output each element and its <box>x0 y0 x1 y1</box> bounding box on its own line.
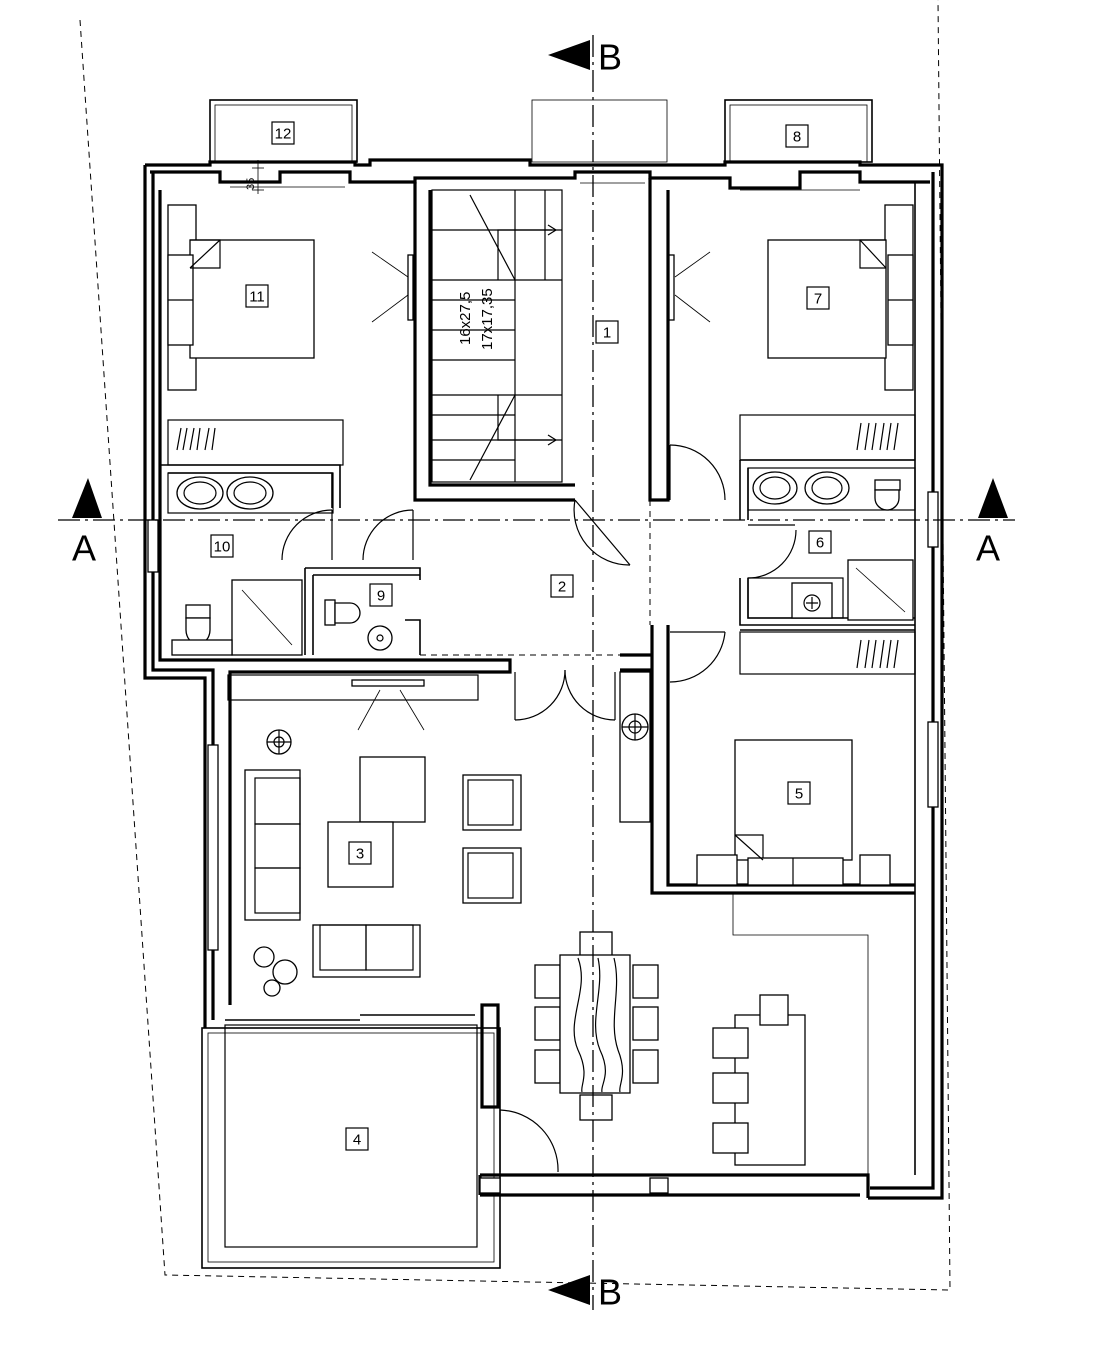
balconies <box>209 99 873 163</box>
stair-tread-label: 16x27,5 <box>457 292 474 345</box>
room-label-8: 8 <box>785 124 809 148</box>
stair-riser-label: 17x17,35 <box>479 288 496 350</box>
room-number: 7 <box>814 291 822 308</box>
bathroom-10-fixtures <box>167 472 334 656</box>
section-b-label-top: B <box>598 37 622 78</box>
section-a-label-left: A <box>72 528 96 569</box>
bedroom-11-furniture <box>167 204 414 466</box>
room-number: 11 <box>249 289 265 306</box>
room-label-1: 1 <box>595 320 619 344</box>
wc-9-fixtures <box>324 599 393 651</box>
room-number: 2 <box>558 579 566 596</box>
room-label-box <box>245 284 269 308</box>
room-number: 1 <box>603 325 611 342</box>
room-number: 12 <box>275 126 292 143</box>
room-number: 8 <box>793 129 801 146</box>
room-number: 3 <box>356 846 364 863</box>
doors <box>281 444 797 721</box>
room-label-box <box>595 320 619 344</box>
room-label-box <box>808 530 832 554</box>
room-label-9: 9 <box>369 583 393 607</box>
room-label-10: 10 <box>210 534 234 558</box>
dining-furniture <box>534 931 659 1121</box>
room-label-11: 11 <box>245 284 269 308</box>
section-lines: A A B B <box>58 35 1015 1313</box>
room-number: 9 <box>377 588 385 605</box>
bathroom-6-fixtures <box>747 467 916 621</box>
section-a-label-right: A <box>976 528 1000 569</box>
room-label-5: 5 <box>787 781 811 805</box>
terrace <box>201 1003 559 1269</box>
room-label-box <box>345 1127 369 1151</box>
room-label-12: 12 <box>271 121 295 145</box>
room-label-box <box>787 781 811 805</box>
room-number: 5 <box>795 786 803 803</box>
section-b-label-bottom: B <box>598 1272 622 1313</box>
room-number: 10 <box>214 539 231 556</box>
room-label-box <box>785 124 809 148</box>
bedroom-5-furniture <box>619 631 916 886</box>
room-label-box <box>550 574 574 598</box>
room-label-box <box>210 534 234 558</box>
room-label-2: 2 <box>550 574 574 598</box>
site-boundary <box>79 0 951 1291</box>
living-room-furniture <box>227 674 522 997</box>
staircase: 16x27,5 17x17,35 <box>431 189 563 483</box>
room-label-4: 4 <box>345 1127 369 1151</box>
room-number: 4 <box>353 1132 361 1149</box>
room-label-3: 3 <box>348 841 372 865</box>
room-label-box <box>806 286 830 310</box>
room-label-7: 7 <box>806 286 830 310</box>
room-number: 6 <box>816 535 824 552</box>
office-furniture <box>712 994 806 1166</box>
window-dimension: 35 <box>245 160 264 194</box>
window-dim-label: 35 <box>245 178 257 190</box>
room-label-box <box>348 841 372 865</box>
room-label-box <box>369 583 393 607</box>
bedroom-7-furniture <box>668 204 916 461</box>
room-label-box <box>271 121 295 145</box>
room-label-6: 6 <box>808 530 832 554</box>
